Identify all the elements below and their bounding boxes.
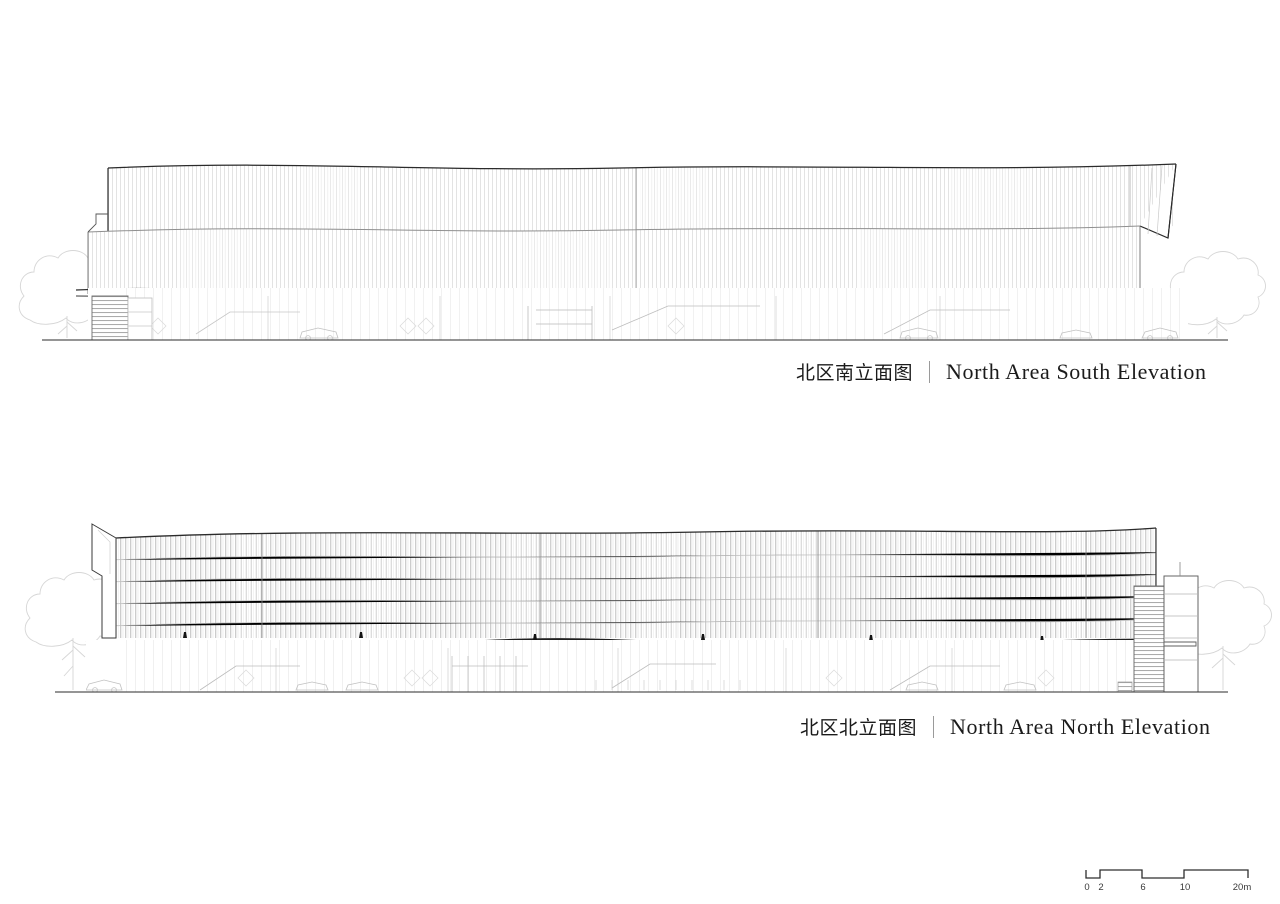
upper-louvers xyxy=(108,164,1176,232)
stair-core-right xyxy=(1117,562,1199,693)
caption-separator xyxy=(933,715,935,738)
car-outline xyxy=(299,327,1179,340)
tree-outline-right xyxy=(1168,251,1266,338)
caption-en: North Area South Elevation xyxy=(946,358,1207,384)
ground-floor-detail xyxy=(86,640,1166,692)
elevation-drawing-south xyxy=(0,120,1280,360)
ground-floor-detail xyxy=(88,288,1188,340)
car-outline xyxy=(86,679,1037,692)
caption-north-elevation: 北区北立面图 North Area North Elevation xyxy=(800,713,1211,740)
scale-tick-6: 6 xyxy=(1140,882,1146,893)
caption-south-elevation: 北区南立面图 North Area South Elevation xyxy=(796,358,1207,385)
caption-zh: 北区北立面图 xyxy=(800,718,918,739)
scale-tick-20: 20m xyxy=(1232,882,1252,893)
scale-tick-0: 0 xyxy=(1084,882,1090,893)
upper-facade-band xyxy=(107,163,1177,239)
scale-tick-10: 10 xyxy=(1179,882,1191,893)
caption-separator xyxy=(929,360,931,383)
scale-bar: 0 2 6 10 20m xyxy=(1082,866,1252,900)
lower-facade-band xyxy=(87,213,1141,294)
scale-tick-2: 2 xyxy=(1098,882,1104,893)
caption-zh: 北区南立面图 xyxy=(796,363,914,384)
stair-core-left xyxy=(91,295,153,341)
angled-roof-edge-left xyxy=(91,523,117,639)
louver-screen-facade xyxy=(115,527,1157,638)
elevation-drawing-north xyxy=(0,490,1280,720)
caption-en: North Area North Elevation xyxy=(950,713,1211,739)
canopy-anchor xyxy=(183,632,1044,642)
scale-bar-labels: 0 2 6 10 20m xyxy=(1082,882,1252,898)
